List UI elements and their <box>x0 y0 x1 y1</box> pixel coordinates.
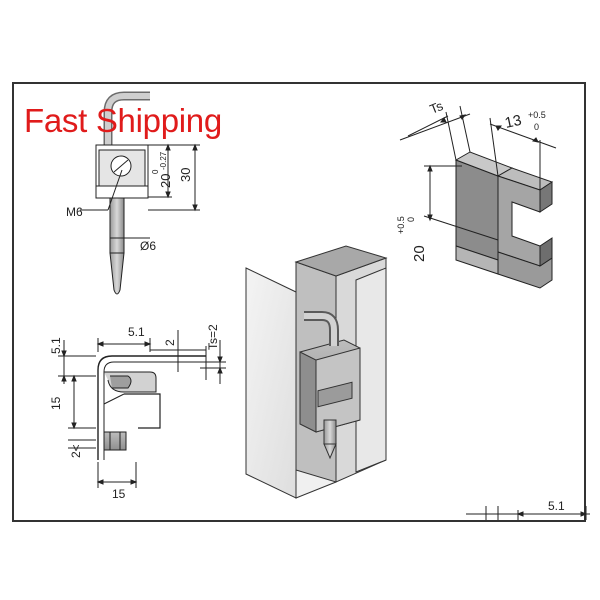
dim-30: 30 <box>178 168 193 182</box>
dim-13-tol-lower: 0 <box>534 122 539 132</box>
dim-20-bracket: 20 <box>411 245 428 262</box>
panel-outline <box>97 355 206 460</box>
dim-13-tol-upper: +0.5 <box>528 110 546 120</box>
bracket-back <box>455 159 499 261</box>
nut <box>103 431 127 451</box>
dim-20-tol-lower: -0.27 <box>159 151 168 170</box>
top-left-view <box>80 91 200 295</box>
dim-20-bracket-tol-upper: +0.5 <box>396 216 406 234</box>
dim-ts: Ts <box>428 98 446 117</box>
dim-5-1-fragment: 5.1 <box>548 499 565 513</box>
dim-13: 13 <box>503 112 523 132</box>
thread-label: M6 <box>66 205 83 219</box>
dim-15-bottom: 15 <box>112 487 126 501</box>
bracket-view <box>399 105 557 289</box>
isometric-hinge-view <box>245 245 388 499</box>
dim-20-bracket-tol-lower: 0 <box>406 217 416 222</box>
diameter-label: Ø6 <box>140 239 156 253</box>
dim-20-tol-upper: 0 <box>151 169 160 174</box>
dim-20: 20 <box>158 174 173 188</box>
pin-shaft <box>109 197 125 254</box>
dim-15-side: 15 <box>49 396 63 410</box>
dim-2: 2 <box>163 339 177 346</box>
dim-5-1-side: 5.1 <box>49 337 63 354</box>
fast-shipping-banner: Fast Shipping <box>24 102 222 139</box>
dim-5-1-top: 5.1 <box>128 325 145 339</box>
dim-ts-2: Ts=2 <box>206 324 220 350</box>
bottom-left-view <box>58 330 226 488</box>
door-panel <box>245 267 297 499</box>
bottom-right-fragment <box>466 506 590 520</box>
dim-2-less: 2< <box>69 444 83 458</box>
